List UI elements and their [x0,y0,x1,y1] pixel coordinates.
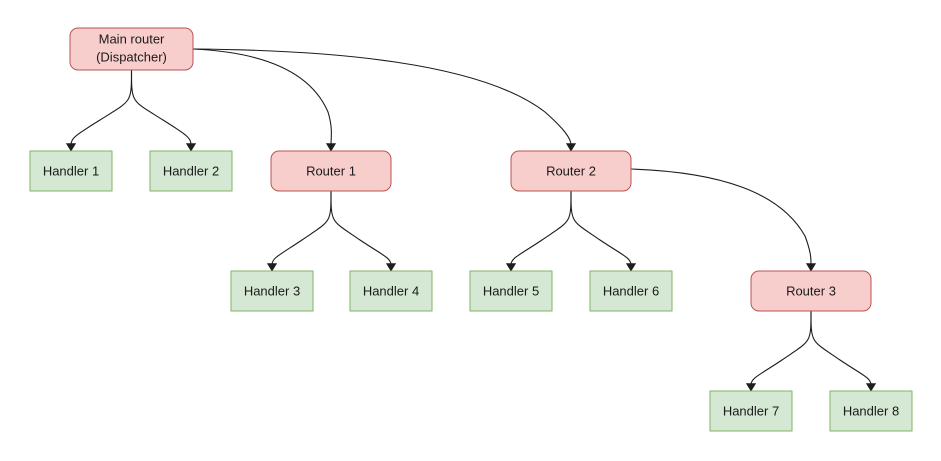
arrow-router-1-icon [325,143,337,152]
arrow-handler-1-icon [65,143,77,152]
arrow-router-3-icon [805,263,817,272]
edge-main-to-handler-2 [130,69,192,146]
arrow-handler-5-icon [505,263,517,272]
edge-router-1-to-handler-4 [330,190,392,266]
node-router-3-box[interactable] [750,270,872,312]
node-handler-5-box[interactable] [469,270,553,312]
node-handler-7[interactable]: Handler 7 [709,390,793,432]
edge-router-2-to-handler-6 [570,190,632,266]
node-handler-6-box[interactable] [589,270,673,312]
node-main-router-box[interactable] [69,27,194,71]
node-router-2-box[interactable] [510,150,632,192]
node-main-router[interactable]: Main router (Dispatcher) [69,27,194,71]
node-main-router-label-line2: (Dispatcher) [96,49,167,64]
edge-router-2-to-router-3 [630,168,812,266]
node-handler-1-box[interactable] [29,150,113,192]
arrow-router-2-icon [565,143,577,152]
arrow-handler-2-icon [185,143,197,152]
edge-router-3-to-handler-7 [750,310,812,386]
node-handler-8-label: Handler 8 [843,403,899,418]
node-handler-6-label: Handler 6 [603,283,659,298]
node-handler-4[interactable]: Handler 4 [349,270,433,312]
node-handler-7-box[interactable] [709,390,793,432]
node-router-1[interactable]: Router 1 [270,150,392,192]
node-handler-6[interactable]: Handler 6 [589,270,673,312]
node-handler-2-box[interactable] [149,150,233,192]
node-handler-1[interactable]: Handler 1 [29,150,113,192]
node-handler-3-label: Handler 3 [244,283,300,298]
node-handler-2-label: Handler 2 [163,163,219,178]
edge-router-2-to-handler-5 [510,190,572,266]
node-handler-3[interactable]: Handler 3 [230,270,314,312]
edge-router-1-to-handler-3 [271,190,332,266]
node-handler-1-label: Handler 1 [43,163,99,178]
node-handler-8[interactable]: Handler 8 [829,390,913,432]
edge-router-3-to-handler-8 [810,310,872,386]
arrow-heads-layer [65,143,877,392]
node-router-2[interactable]: Router 2 [510,150,632,192]
node-handler-8-box[interactable] [829,390,913,432]
node-router-1-label: Router 1 [306,163,356,178]
node-handler-4-box[interactable] [349,270,433,312]
arrow-handler-4-icon [385,263,397,272]
nodes-layer: Main router (Dispatcher) Handler 1 Handler … [29,27,913,432]
node-router-2-label: Router 2 [546,163,596,178]
edges-layer [70,48,872,386]
node-router-3[interactable]: Router 3 [750,270,872,312]
node-router-3-label: Router 3 [786,283,836,298]
arrow-handler-8-icon [865,383,877,392]
node-handler-7-label: Handler 7 [723,403,779,418]
node-handler-5-label: Handler 5 [483,283,539,298]
arrow-handler-3-icon [266,263,278,272]
node-handler-4-label: Handler 4 [363,283,419,298]
arrow-handler-6-icon [625,263,637,272]
node-handler-5[interactable]: Handler 5 [469,270,553,312]
edge-main-to-router-2 [192,48,572,146]
edge-main-to-handler-1 [70,69,133,146]
node-router-1-box[interactable] [270,150,392,192]
node-main-router-label-line1: Main router [99,31,165,46]
edge-main-to-router-1 [192,48,332,146]
arrow-handler-7-icon [745,383,757,392]
node-handler-3-box[interactable] [230,270,314,312]
node-handler-2[interactable]: Handler 2 [149,150,233,192]
